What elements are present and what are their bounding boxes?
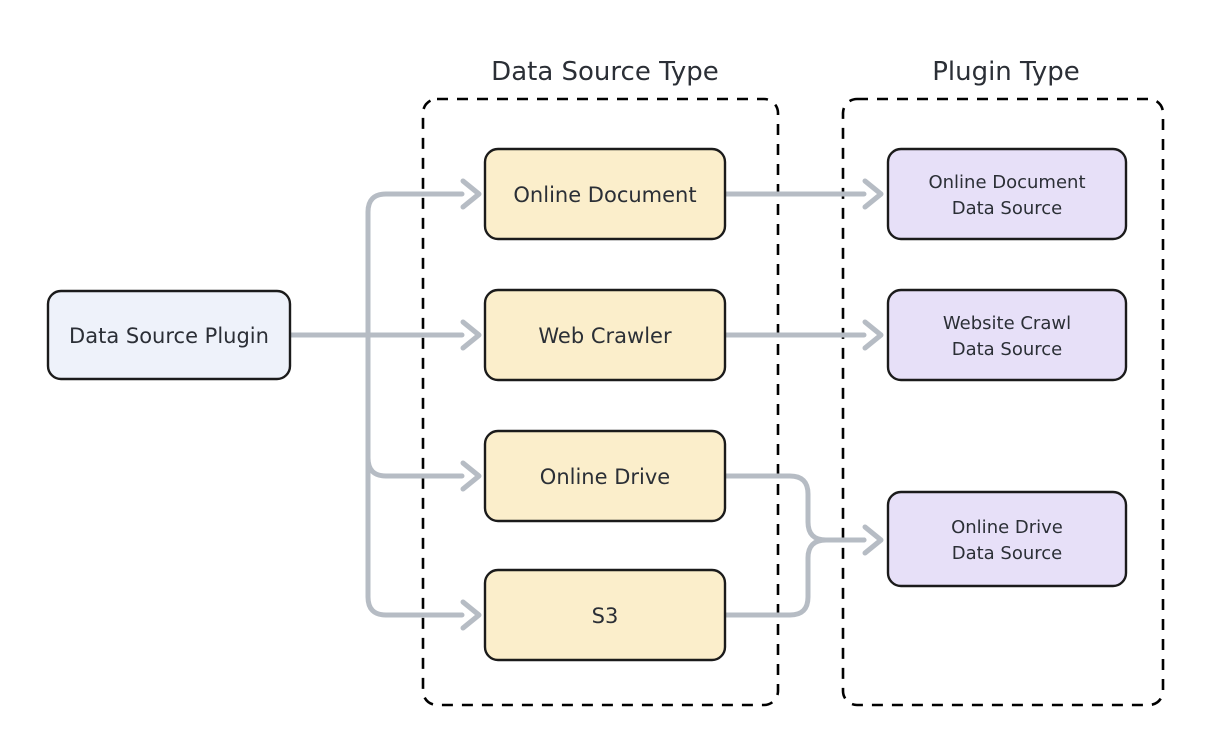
node-label-online-drive: Online Drive <box>540 465 670 489</box>
node-label-online-drive-data-source-line1: Online Drive <box>951 517 1063 538</box>
arrowhead-s3 <box>460 599 482 631</box>
node-online-drive-data-source[interactable] <box>886 490 1128 588</box>
node-label-online-document-data-source-line2: Data Source <box>952 198 1063 219</box>
group-box-data-source-type <box>421 97 780 707</box>
connector-root-to-online-document <box>365 191 465 338</box>
arrowhead-online-document-plugin <box>862 178 884 210</box>
node-website-crawl-data-source[interactable] <box>886 288 1128 382</box>
arrowhead-online-drive-plugin <box>862 524 884 556</box>
arrowhead-web-crawler <box>460 319 482 351</box>
node-data-source-plugin[interactable] <box>46 289 292 381</box>
node-online-drive[interactable] <box>483 429 727 523</box>
connector-s3-to-plugin <box>723 537 867 618</box>
group-box-plugin-type <box>841 97 1165 707</box>
node-online-document-data-source[interactable] <box>886 147 1128 241</box>
arrowhead-online-document <box>460 178 482 210</box>
arrowhead-online-drive <box>460 460 482 492</box>
node-label-online-document: Online Document <box>513 183 696 207</box>
node-online-document[interactable] <box>483 147 727 241</box>
group-title-data-source-type: Data Source Type <box>491 57 719 87</box>
node-label-web-crawler: Web Crawler <box>538 324 672 348</box>
node-s3[interactable] <box>483 568 727 662</box>
node-label-website-crawl-data-source-line2: Data Source <box>952 339 1063 360</box>
node-label-online-drive-data-source-line2: Data Source <box>952 543 1063 564</box>
node-label-online-document-data-source-line1: Online Document <box>928 172 1085 193</box>
group-title-plugin-type: Plugin Type <box>932 57 1080 87</box>
connector-root-to-online-drive <box>365 332 465 479</box>
node-label-s3: S3 <box>592 604 619 628</box>
node-label-website-crawl-data-source-line1: Website Crawl <box>943 313 1071 334</box>
node-web-crawler[interactable] <box>483 288 727 382</box>
connector-root-to-s3 <box>365 332 465 618</box>
node-label-data-source-plugin: Data Source Plugin <box>69 324 269 348</box>
arrowhead-web-crawler-plugin <box>862 319 884 351</box>
